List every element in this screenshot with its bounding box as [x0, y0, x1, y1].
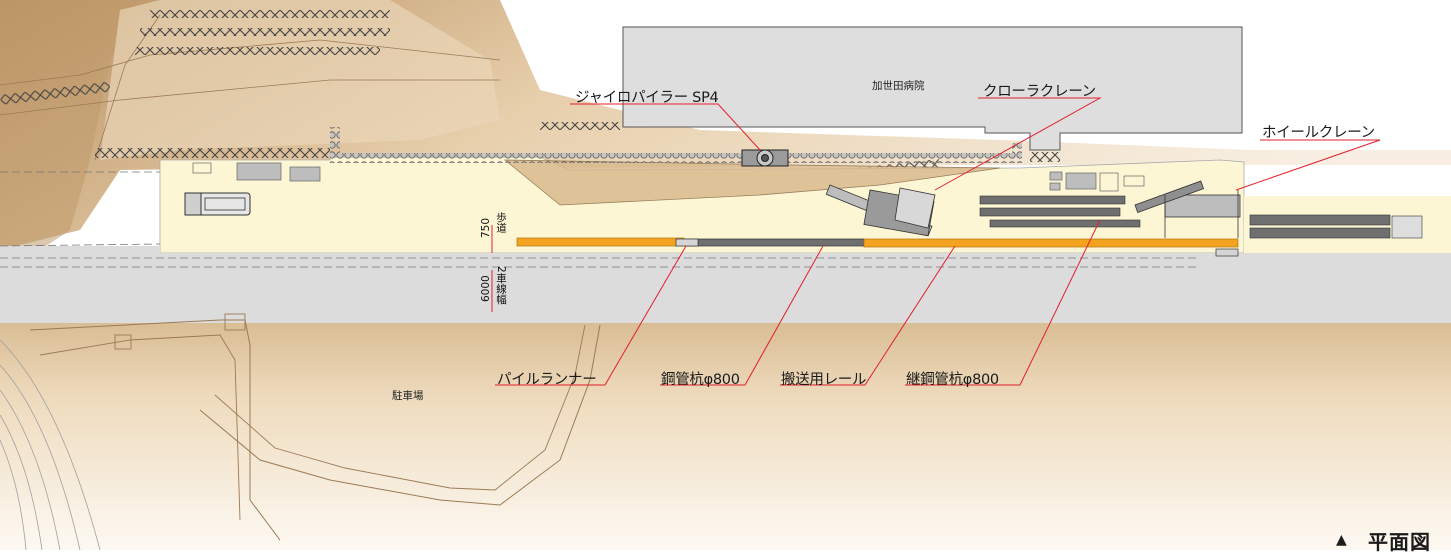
gyro-piler-icon [741, 149, 789, 167]
site-equipment-boxes [192, 162, 1145, 192]
label-road-dim: 6000 [480, 275, 492, 302]
label-transport-rail: 搬送用レール [781, 372, 867, 388]
crawler-crane-icon [825, 184, 936, 237]
drawing-title: 平面図 [1368, 530, 1431, 554]
leader-lines [495, 97, 1381, 386]
label-gyro-piler: ジャイロパイラー SP4 [575, 90, 719, 106]
wheel-crane-icon [1134, 180, 1241, 238]
label-sidewalk: 歩道 [495, 212, 507, 233]
pile-line [516, 237, 1239, 257]
upper-ground [0, 0, 1451, 250]
label-joint-pipe-pile: 継鋼管杭φ800 [906, 372, 999, 388]
pile-wall-row [330, 153, 1020, 163]
road [0, 253, 1451, 323]
north-triangle-icon: ▲ [1336, 532, 1347, 548]
label-pile-runner: パイルランナー [497, 372, 597, 388]
label-road: 2車線幅 [495, 266, 507, 305]
truck-icon [184, 192, 251, 216]
hospital-building [622, 26, 1243, 151]
stacked-piles [979, 195, 1423, 239]
label-sidewalk-dim: 750 [480, 217, 492, 238]
label-parking: 駐車場 [392, 390, 424, 402]
label-crawler-crane: クローラクレーン [983, 84, 1096, 100]
slope-embankment [503, 159, 1001, 206]
lower-ground [0, 313, 1451, 550]
label-wheel-crane: ホイールクレーン [1262, 125, 1375, 141]
label-hospital: 加世田病院 [872, 80, 925, 92]
label-steel-pipe-pile: 鋼管杭φ800 [661, 372, 740, 388]
